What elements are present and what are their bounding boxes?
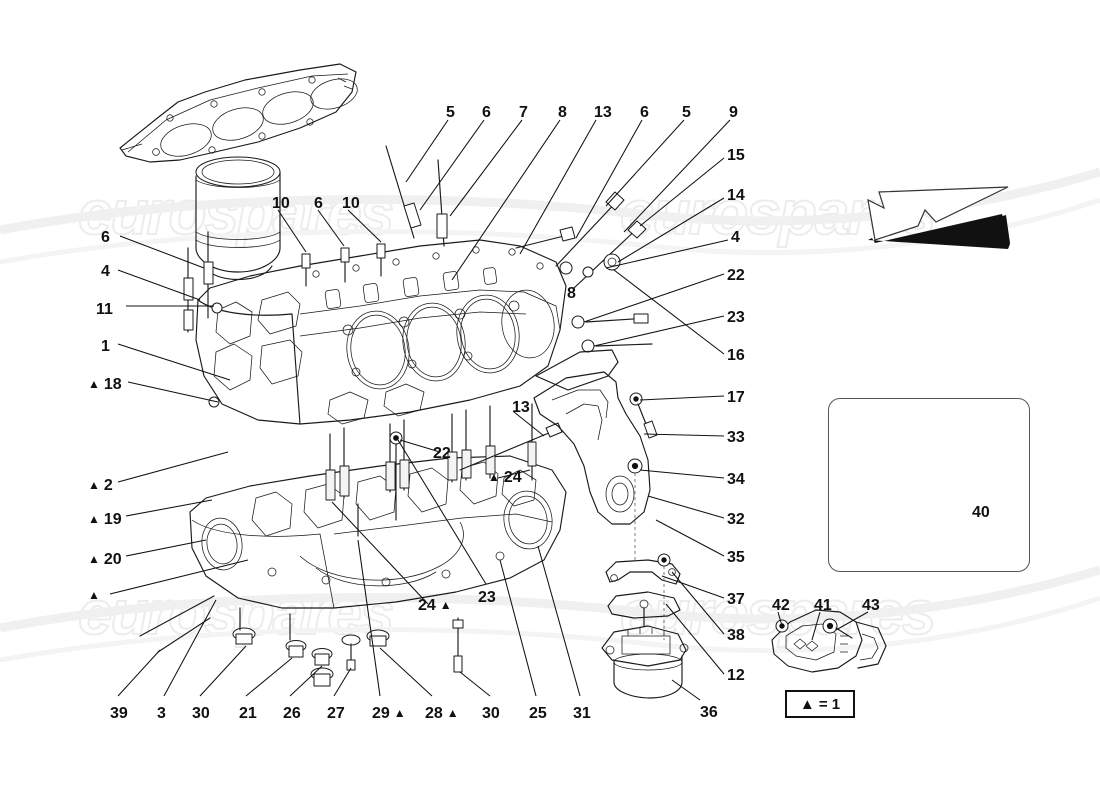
watermark-text: eurospares <box>77 178 395 249</box>
callout-label: 4 <box>731 229 740 246</box>
cylinder-liner-part <box>195 156 281 281</box>
callout-label-triangle <box>88 588 104 604</box>
callout-label: 13 <box>512 399 530 416</box>
cylinder-head-studs <box>183 145 653 408</box>
callout-label-triangle: 28 <box>425 706 459 722</box>
callout-label: 5 <box>682 104 691 121</box>
callout-label: 39 <box>110 705 128 722</box>
callout-label-triangle: 18 <box>88 377 122 393</box>
callout-label: 34 <box>727 471 745 488</box>
engine-mount-bracket <box>533 349 658 560</box>
small-bracket-part <box>771 609 887 673</box>
callout-label: 3 <box>157 705 166 722</box>
callout-label: 42 <box>772 597 790 614</box>
callout-label: 31 <box>573 705 591 722</box>
inset-panel <box>828 398 1030 572</box>
callout-label: 40 <box>972 504 990 521</box>
engine-mount-assembly <box>601 553 689 699</box>
callout-label: 13 <box>594 104 612 121</box>
legend-box: ▲ = 1 <box>785 690 855 718</box>
callout-label-triangle: 24 <box>488 470 522 486</box>
callout-label-triangle: 19 <box>88 512 122 528</box>
callout-label: 6 <box>482 104 491 121</box>
callout-label: 6 <box>640 104 649 121</box>
callout-label: 6 <box>314 195 323 212</box>
callout-label: 25 <box>529 705 547 722</box>
callout-label: 7 <box>519 104 528 121</box>
callout-label: 21 <box>239 705 257 722</box>
callout-label: 10 <box>342 195 360 212</box>
callout-label: 14 <box>727 187 745 204</box>
callout-label: 12 <box>727 667 745 684</box>
callout-label: 32 <box>727 511 745 528</box>
callout-label: 35 <box>727 549 745 566</box>
callout-label: 8 <box>558 104 567 121</box>
callout-label-triangle: 24 <box>418 598 452 614</box>
callout-label: 41 <box>814 597 832 614</box>
callout-label: 36 <box>700 704 718 721</box>
bottom-fasteners <box>139 595 464 687</box>
callout-label: 16 <box>727 347 745 364</box>
callout-label: 22 <box>433 445 451 462</box>
logo-arrow-icon <box>867 186 1010 249</box>
legend-label: ▲ = 1 <box>799 695 841 713</box>
callout-label-triangle: 2 <box>88 478 113 494</box>
callout-label-triangle: 29 <box>372 706 406 722</box>
watermark-text: eurospares <box>77 578 395 649</box>
callout-label: 30 <box>192 705 210 722</box>
callout-label: 6 <box>101 229 110 246</box>
callout-label: 30 <box>482 705 500 722</box>
callout-label: 15 <box>727 147 745 164</box>
callout-label-triangle: 20 <box>88 552 122 568</box>
callout-label: 4 <box>101 263 110 280</box>
callout-label: 17 <box>727 389 745 406</box>
callout-label: 27 <box>327 705 345 722</box>
callout-label: 22 <box>727 267 745 284</box>
callout-label: 5 <box>446 104 455 121</box>
main-bearing-bolts <box>325 403 563 537</box>
watermark-text: eurospares <box>619 178 937 249</box>
callout-label: 26 <box>283 705 301 722</box>
callout-label: 1 <box>101 338 110 355</box>
engine-block-upper <box>195 239 567 425</box>
callout-label: 38 <box>727 627 745 644</box>
callout-label: 10 <box>272 195 290 212</box>
callout-label: 8 <box>567 285 576 302</box>
head-gasket-part <box>119 63 358 163</box>
callout-label: 11 <box>96 301 113 318</box>
callout-label: 43 <box>862 597 880 614</box>
callout-label: 33 <box>727 429 745 446</box>
callout-label: 37 <box>727 591 745 608</box>
callout-label: 23 <box>478 589 496 606</box>
callout-label: 9 <box>729 104 738 121</box>
callout-label: 23 <box>727 309 745 326</box>
